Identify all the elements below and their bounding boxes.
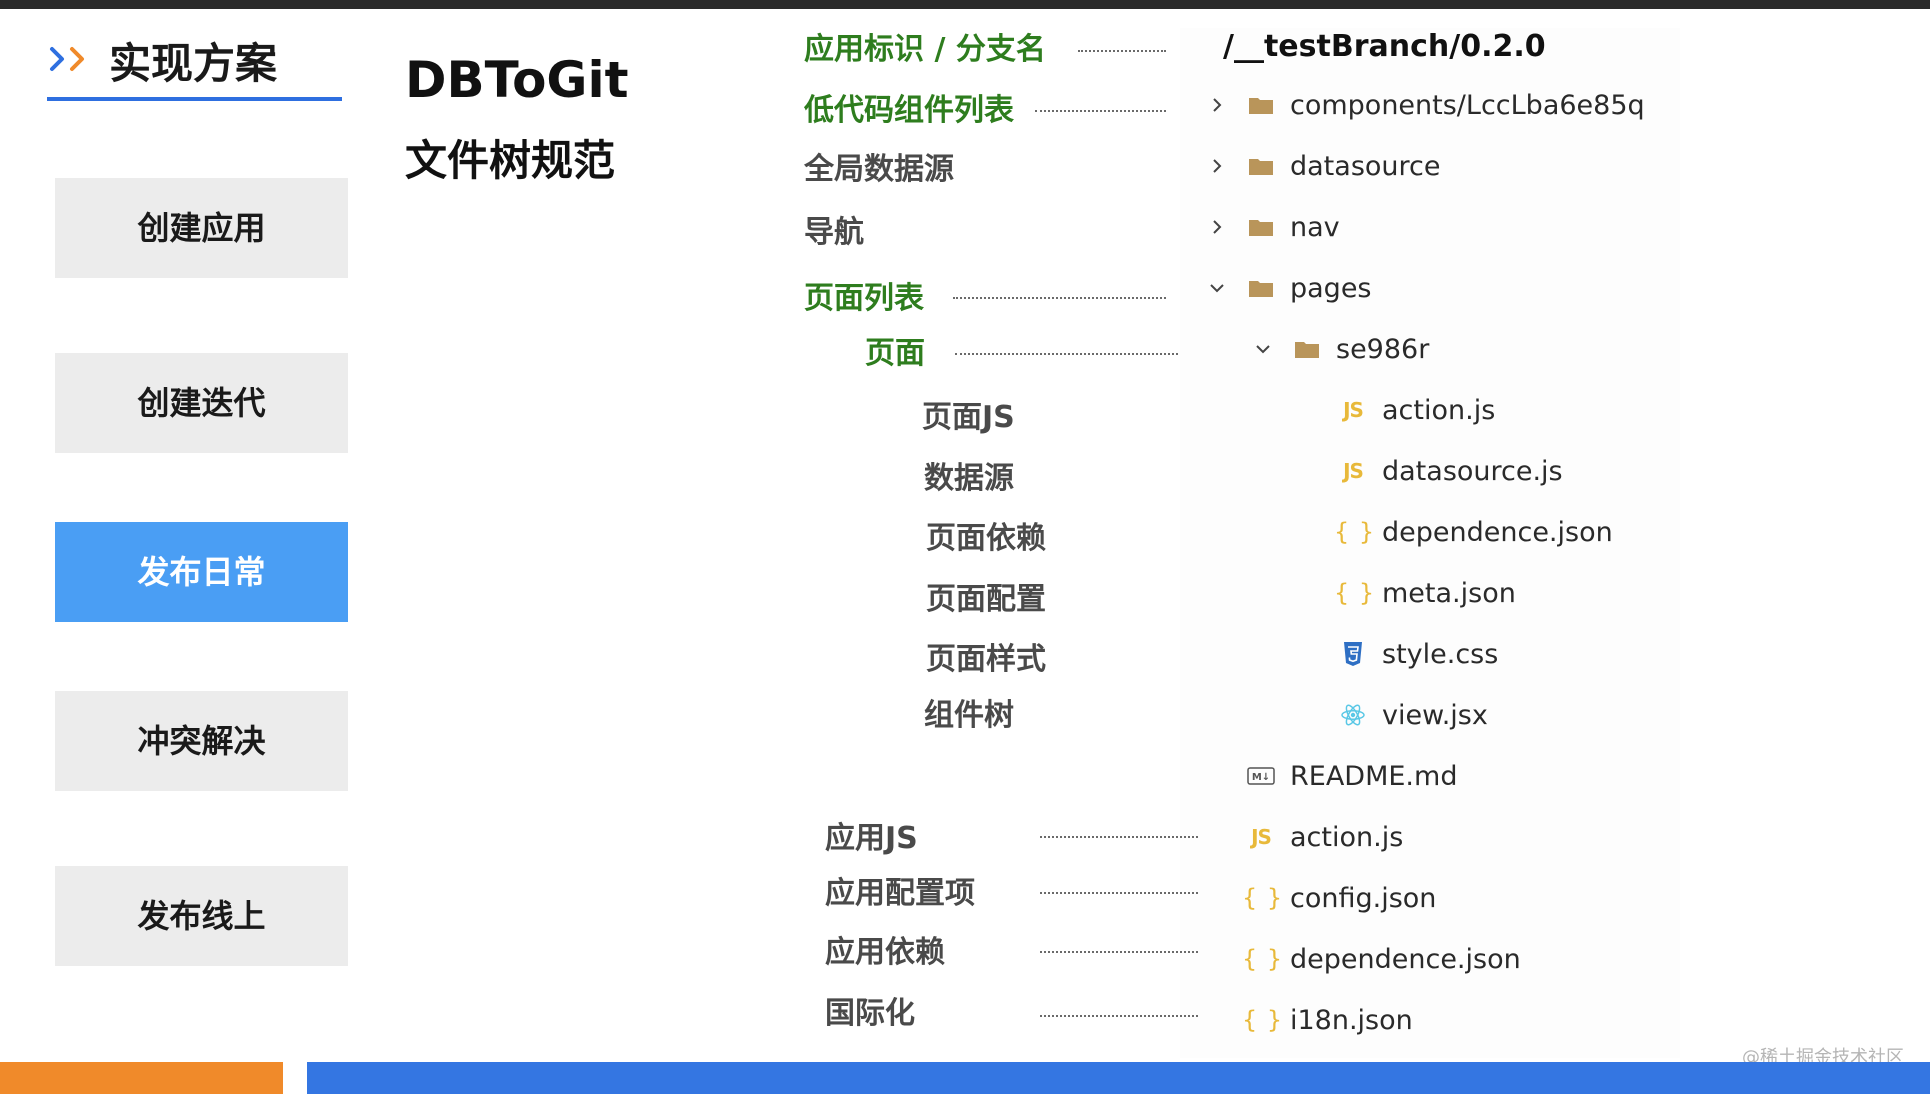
label-page: 页面 (865, 336, 925, 371)
tree-item-components[interactable]: components/LccLba6e85q (1206, 85, 1645, 125)
tree-item-label: dependence.json (1290, 943, 1521, 975)
label-datasource: 数据源 (924, 461, 1014, 496)
label-app-dependence: 应用依赖 (825, 935, 945, 970)
json-file-icon: { } (1242, 1006, 1281, 1034)
label-app-config: 应用配置项 (825, 876, 975, 911)
tree-item-app-i18n-json[interactable]: { } i18n.json (1242, 1000, 1413, 1040)
label-page-style: 页面样式 (926, 642, 1046, 677)
chevron-right-icon[interactable] (1206, 155, 1228, 177)
tree-item-label: se986r (1336, 333, 1430, 365)
bottom-bar-orange (0, 1062, 283, 1094)
folder-icon (1246, 154, 1276, 178)
section-header: 实现方案 (47, 36, 342, 102)
nav-item-conflict-resolution[interactable]: 冲突解决 (55, 691, 348, 791)
tree-item-app-config-json[interactable]: { } config.json (1242, 878, 1437, 918)
react-icon (1338, 703, 1368, 727)
label-page-js: 页面JS (922, 400, 1015, 435)
folder-icon (1246, 276, 1276, 300)
tree-item-page-action-js[interactable]: JS action.js (1338, 390, 1495, 430)
tree-item-label: README.md (1290, 760, 1458, 792)
label-global-datasource: 全局数据源 (804, 152, 954, 187)
label-app-id: 应用标识 / 分支名 (804, 32, 1046, 67)
tree-item-page-view-jsx[interactable]: view.jsx (1338, 695, 1488, 735)
dotted-connector (1040, 1015, 1198, 1017)
tree-item-label: style.css (1382, 638, 1499, 670)
page-subtitle: 文件树规范 (405, 136, 616, 185)
section-title: 实现方案 (109, 39, 278, 88)
json-file-icon: { } (1334, 518, 1373, 546)
tree-item-nav[interactable]: nav (1206, 207, 1340, 247)
chevron-right-icon[interactable] (1206, 216, 1228, 238)
chevron-down-icon[interactable] (1252, 338, 1274, 360)
folder-icon (1246, 215, 1276, 239)
tree-item-label: action.js (1290, 821, 1404, 853)
nav-item-create-iteration[interactable]: 创建迭代 (55, 353, 348, 453)
svg-text:M↓: M↓ (1252, 772, 1270, 783)
chevron-down-icon[interactable] (1206, 277, 1228, 299)
label-page-dependence: 页面依赖 (926, 521, 1046, 556)
tree-item-readme[interactable]: M↓ README.md (1246, 756, 1457, 796)
label-app-js: 应用JS (825, 821, 918, 856)
dotted-connector (953, 297, 1166, 299)
tree-item-pages[interactable]: pages (1206, 268, 1372, 308)
top-bar (0, 0, 1930, 9)
branch-name: /__testBranch/0.2.0 (1223, 29, 1546, 64)
nav-item-create-app[interactable]: 创建应用 (55, 178, 348, 278)
tree-item-datasource[interactable]: datasource (1206, 146, 1440, 186)
label-page-list: 页面列表 (804, 281, 924, 316)
tree-item-page-meta-json[interactable]: { } meta.json (1334, 573, 1516, 613)
tree-item-label: datasource (1290, 150, 1441, 182)
json-file-icon: { } (1242, 884, 1281, 912)
tree-item-label: i18n.json (1290, 1004, 1413, 1036)
dotted-connector (1040, 836, 1198, 838)
dotted-connector (1040, 951, 1198, 953)
chevron-right-icon (67, 46, 93, 72)
nav-item-publish-daily[interactable]: 发布日常 (55, 522, 348, 622)
tree-item-label: dependence.json (1382, 516, 1613, 548)
json-file-icon: { } (1334, 579, 1373, 607)
tree-item-label: config.json (1290, 882, 1437, 914)
page-title: DBToGit (405, 51, 629, 109)
tree-item-page-datasource-js[interactable]: JS datasource.js (1338, 451, 1563, 491)
chevron-right-icon (47, 46, 73, 72)
css-file-icon (1338, 642, 1368, 666)
tree-item-label: components/LccLba6e85q (1290, 89, 1645, 121)
label-page-config: 页面配置 (926, 582, 1046, 617)
tree-item-label: nav (1290, 211, 1340, 243)
dotted-connector (1035, 110, 1166, 112)
section-underline (47, 97, 342, 101)
javascript-file-icon: JS (1251, 825, 1272, 849)
folder-icon (1292, 337, 1322, 361)
dotted-connector (1078, 50, 1166, 52)
bottom-bar-blue (307, 1062, 1930, 1094)
tree-item-label: action.js (1382, 394, 1496, 426)
tree-item-page-style-css[interactable]: style.css (1338, 634, 1498, 674)
label-lowcode-components: 低代码组件列表 (804, 93, 1014, 128)
label-i18n: 国际化 (825, 996, 915, 1031)
tree-item-label: datasource.js (1382, 455, 1563, 487)
dotted-connector (955, 353, 1178, 355)
tree-item-app-action-js[interactable]: JS action.js (1246, 817, 1403, 857)
chevron-right-icon[interactable] (1206, 94, 1228, 116)
file-tree-panel (1180, 28, 1680, 1058)
label-navigation: 导航 (804, 215, 864, 250)
javascript-file-icon: JS (1343, 398, 1364, 422)
label-component-tree: 组件树 (924, 698, 1014, 733)
tree-item-page-dependence-json[interactable]: { } dependence.json (1334, 512, 1613, 552)
nav-item-publish-online[interactable]: 发布线上 (55, 866, 348, 966)
tree-item-label: pages (1290, 272, 1372, 304)
dotted-connector (1040, 892, 1198, 894)
markdown-file-icon: M↓ (1246, 764, 1276, 788)
json-file-icon: { } (1242, 945, 1281, 973)
tree-item-label: view.jsx (1382, 699, 1488, 731)
folder-icon (1246, 93, 1276, 117)
tree-item-label: meta.json (1382, 577, 1516, 609)
tree-item-se986r[interactable]: se986r (1252, 329, 1429, 369)
javascript-file-icon: JS (1343, 459, 1364, 483)
tree-item-app-dependence-json[interactable]: { } dependence.json (1242, 939, 1521, 979)
